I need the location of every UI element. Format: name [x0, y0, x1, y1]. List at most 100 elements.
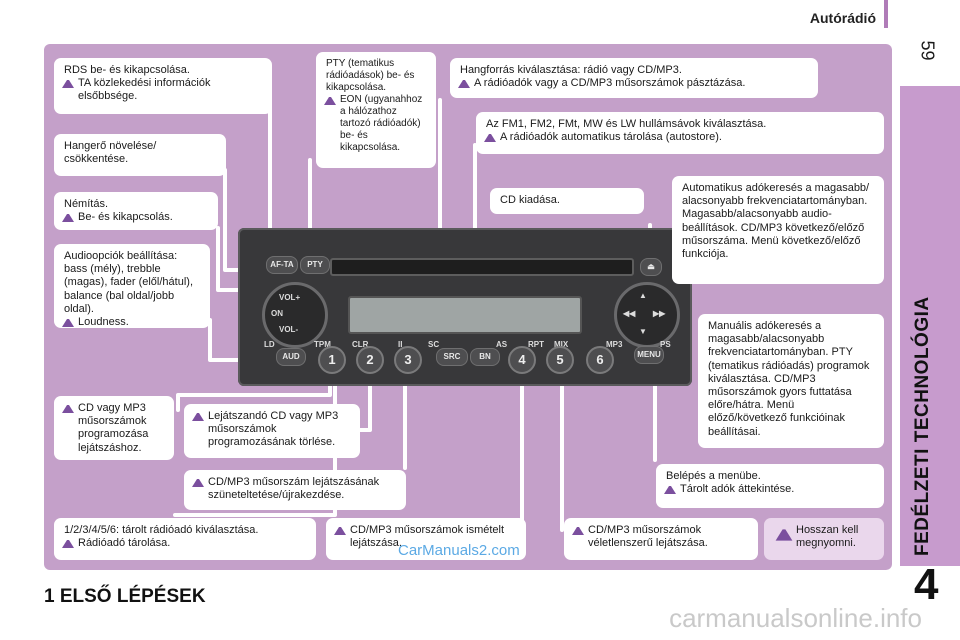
- src-button[interactable]: SRC: [436, 348, 468, 366]
- long-press-icon: [775, 529, 793, 541]
- callout-pty-text: PTY (tematikus rádióadások) be- és kikap…: [326, 58, 415, 93]
- long-press-icon: [62, 214, 74, 223]
- long-press-icon: [192, 413, 204, 421]
- long-press-icon: [62, 80, 74, 89]
- long-press-icon: [62, 405, 74, 413]
- page-header-title: Autórádió: [809, 10, 876, 26]
- callout-cd-clear: Lejátszandó CD vagy MP3 műsorszámok prog…: [184, 404, 360, 458]
- preset-4-button[interactable]: 4: [508, 346, 536, 374]
- preset-3-button[interactable]: 3: [394, 346, 422, 374]
- vol-down-label: VOL-: [279, 325, 299, 334]
- callout-repeat: CD/MP3 műsorszámok ismételt lejátszása.: [326, 518, 526, 560]
- watermark-corner: carmanualsonline.info: [669, 603, 922, 633]
- section-title: 1 ELSŐ LÉPÉSEK: [44, 586, 206, 607]
- callout-pty-sub: EON (ugyanahhoz a hálózathoz tartozó rád…: [340, 94, 423, 153]
- cd-slot: [330, 258, 634, 276]
- callout-rds-text: RDS be- és kikapcsolása.: [64, 64, 190, 76]
- volume-knob[interactable]: VOL+ ON VOL-: [262, 282, 328, 348]
- callout-pause: CD/MP3 műsorszám lejátszásának szünetelt…: [184, 470, 406, 510]
- callout-source-text: Hangforrás kiválasztása: rádió vagy CD/M…: [460, 64, 682, 76]
- long-press-icon: [484, 134, 496, 143]
- vol-up-label: VOL+: [279, 293, 301, 302]
- sc-label: SC: [428, 340, 440, 349]
- callout-presets-text: 1/2/3/4/5/6: tárolt rádióadó kiválasztás…: [64, 524, 259, 536]
- chapter-number: 4: [914, 560, 939, 609]
- callout-mute-sub: Be- és kikapcsolás.: [78, 211, 173, 224]
- callout-auto-seek: Automatikus adókeresés a magasabb/ alacs…: [672, 176, 884, 284]
- callout-bands: Az FM1, FM2, FMt, MW és LW hullámsávok k…: [476, 112, 884, 154]
- callout-mute: Némítás. Be- és kikapcsolás.: [54, 192, 218, 230]
- callout-volume-line2: csökkentése.: [64, 153, 129, 166]
- long-press-icon: [62, 540, 74, 549]
- callout-cd-program: CD vagy MP3 műsorszámok programozása lej…: [54, 396, 174, 460]
- ld-label: LD: [264, 340, 275, 349]
- callout-cdprog-text: CD vagy MP3 műsorszámok programozása lej…: [78, 402, 149, 454]
- callout-random: CD/MP3 műsorszámok véletlenszerű lejátsz…: [564, 518, 758, 560]
- callout-source: Hangforrás kiválasztása: rádió vagy CD/M…: [450, 58, 818, 98]
- long-press-icon: [458, 80, 470, 89]
- legend-long-press: Hosszan kell megnyomni.: [764, 518, 884, 560]
- callout-bands-sub: A rádióadók automatikus tárolása (autost…: [500, 131, 722, 144]
- watermark-center: CarManuals2.com: [398, 542, 520, 559]
- callout-pty: PTY (tematikus rádióadások) be- és kikap…: [316, 52, 436, 168]
- vol-on-label: ON: [271, 309, 283, 318]
- callout-mute-text: Némítás.: [64, 198, 109, 210]
- long-press-icon: [324, 97, 336, 105]
- preset-2-button[interactable]: 2: [356, 346, 384, 374]
- callout-source-sub: A rádióadók vagy a CD/MP3 műsorszámok pá…: [474, 77, 746, 90]
- clr-label: CLR: [352, 340, 369, 349]
- callout-cdclear-text: Lejátszandó CD vagy MP3 műsorszámok prog…: [208, 410, 339, 449]
- callout-rds: RDS be- és kikapcsolása. TA közlekedési …: [54, 58, 272, 114]
- long-press-icon: [192, 479, 204, 487]
- ps-label: PS: [660, 340, 671, 349]
- afta-button[interactable]: AF-TA: [266, 256, 298, 274]
- callout-menu-text: Belépés a menübe.: [666, 470, 761, 482]
- rpt-label: RPT: [528, 340, 544, 349]
- legend-text: Hosszan kell megnyomni.: [796, 524, 859, 550]
- callout-audio: Audioopciók beállítása: bass (mély), tre…: [54, 244, 210, 328]
- mp3-label: MP3: [606, 340, 623, 349]
- long-press-icon: [334, 527, 346, 535]
- tpm-label: TPM: [314, 340, 331, 349]
- pause-label: II: [398, 340, 403, 349]
- callout-presets: 1/2/3/4/5/6: tárolt rádióadó kiválasztás…: [54, 518, 316, 560]
- preset-1-button[interactable]: 1: [318, 346, 346, 374]
- long-press-icon: [572, 527, 584, 535]
- aud-button[interactable]: AUD: [276, 348, 306, 366]
- pty-button[interactable]: PTY: [300, 256, 330, 274]
- callout-auto-text: Automatikus adókeresés a magasabb/ alacs…: [682, 182, 870, 261]
- eject-icon: ⏏: [647, 262, 655, 271]
- seek-down-icon: ▼: [639, 327, 647, 336]
- callout-pause-text: CD/MP3 műsorszám lejátszásának szünetelt…: [208, 476, 380, 502]
- radio-display: [348, 296, 582, 334]
- bn-button[interactable]: BN: [470, 348, 500, 366]
- menu-button[interactable]: MENU: [634, 346, 664, 364]
- callout-eject-text: CD kiadása.: [500, 194, 560, 206]
- callout-volume: Hangerő növelése/ csökkentése.: [54, 134, 226, 176]
- callout-audio-sub: Loudness.: [78, 316, 129, 329]
- callout-eject: CD kiadása.: [490, 188, 644, 214]
- mix-label: MIX: [554, 340, 569, 349]
- preset-5-button[interactable]: 5: [546, 346, 574, 374]
- callout-presets-sub: Rádióadó tárolása.: [78, 537, 171, 550]
- seek-forward-icon: ▶▶: [653, 309, 666, 318]
- callout-audio-text: Audioopciók beállítása: bass (mély), tre…: [64, 250, 193, 315]
- long-press-icon: [664, 486, 676, 495]
- seek-back-icon: ◀◀: [623, 309, 636, 318]
- chapter-sidebar: [900, 86, 960, 566]
- callout-manual-seek: Manuális adókeresés a magasabb/alacsonya…: [698, 314, 884, 448]
- long-press-icon: [62, 319, 74, 328]
- seek-knob[interactable]: ▲ ◀◀ ▶▶ ▼: [614, 282, 680, 348]
- preset-6-button[interactable]: 6: [586, 346, 614, 374]
- callout-volume-line1: Hangerő növelése/: [64, 140, 157, 152]
- callout-repeat-text: CD/MP3 műsorszámok ismételt lejátszása.: [350, 524, 505, 550]
- callout-rds-sub: TA közlekedési információk elsőbbsége.: [78, 77, 211, 103]
- as-label: AS: [496, 340, 508, 349]
- callout-manual-text: Manuális adókeresés a magasabb/alacsonya…: [708, 320, 870, 438]
- callout-bands-text: Az FM1, FM2, FMt, MW és LW hullámsávok k…: [486, 118, 767, 130]
- callout-menu: Belépés a menübe. Tárolt adók áttekintés…: [656, 464, 884, 508]
- eject-button[interactable]: ⏏: [640, 258, 662, 276]
- seek-up-icon: ▲: [639, 291, 647, 300]
- header-accent-bar: [884, 0, 888, 28]
- callout-random-text: CD/MP3 műsorszámok véletlenszerű lejátsz…: [588, 524, 708, 550]
